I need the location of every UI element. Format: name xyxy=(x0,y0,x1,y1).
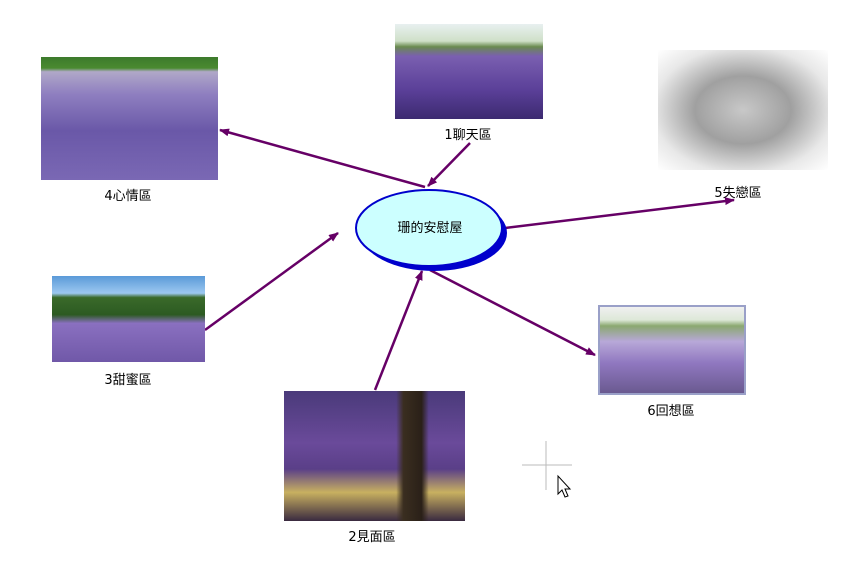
node-6-image[interactable] xyxy=(598,305,746,395)
node-4-image[interactable] xyxy=(41,57,218,180)
node-3-label[interactable]: 3甜蜜區 xyxy=(104,373,152,388)
node-5-image[interactable] xyxy=(658,50,828,170)
arrow-1-to-center xyxy=(427,142,471,187)
node-1-image[interactable] xyxy=(395,24,543,119)
node-2-label[interactable]: 2見面區 xyxy=(348,530,396,545)
node-2-image[interactable] xyxy=(284,391,465,521)
node-4-label[interactable]: 4心情區 xyxy=(104,189,152,204)
arrow-center-to-4 xyxy=(219,128,426,189)
mouse-pointer-icon xyxy=(557,474,572,498)
arrow-2-to-center xyxy=(373,270,424,391)
arrow-center-to-5 xyxy=(504,197,735,230)
arrow-3-to-center xyxy=(204,231,339,332)
node-6-label[interactable]: 6回想區 xyxy=(647,404,695,419)
center-node[interactable] xyxy=(355,189,503,267)
node-3-image[interactable] xyxy=(52,276,205,362)
arrow-center-to-6 xyxy=(429,268,596,357)
node-1-label[interactable]: 1聊天區 xyxy=(444,128,492,143)
center-node-label: 珊的安慰屋 xyxy=(397,221,463,236)
node-5-label[interactable]: 5失戀區 xyxy=(714,186,762,201)
